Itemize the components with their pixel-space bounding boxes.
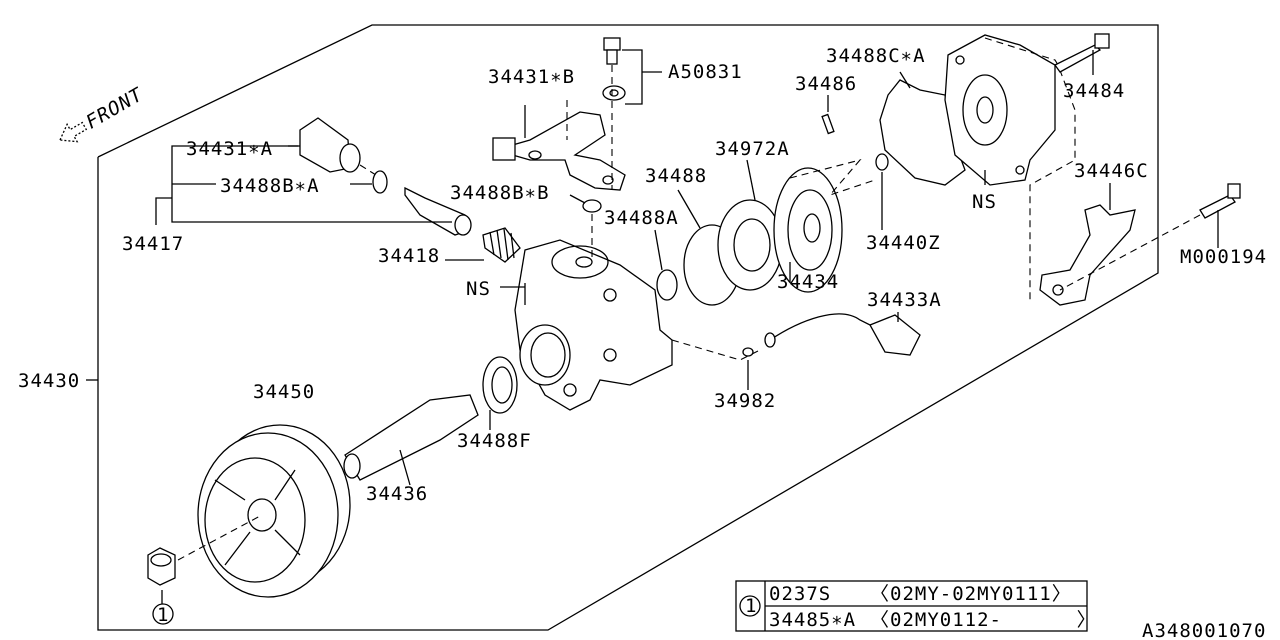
oring-34488b-a xyxy=(372,170,388,194)
label-34488b-a: 34488B∗A xyxy=(220,175,320,197)
label-ns-cover: NS xyxy=(972,191,997,213)
legend-row-2-part: 34485∗A xyxy=(769,609,856,631)
bearing-part xyxy=(482,356,518,430)
label-34431a: 34431∗A xyxy=(186,138,273,160)
bracket-part xyxy=(1039,204,1136,306)
plate-part xyxy=(717,199,783,291)
ref-circle-1: 1 xyxy=(157,604,169,626)
label-34488: 34488 xyxy=(645,165,707,187)
legend-table: 1 0237S 〈02MY-02MY0111〉 34485∗A 〈02MY011… xyxy=(735,580,1097,632)
bolt-a50831 xyxy=(602,37,626,101)
legend-ref: 1 xyxy=(745,595,757,617)
label-34488c-a: 34488C∗A xyxy=(826,45,926,67)
label-a50831: A50831 xyxy=(668,61,743,83)
valve-part xyxy=(404,186,472,236)
bolt-m000194 xyxy=(1199,183,1241,219)
connector-part xyxy=(288,117,361,173)
pulley-part xyxy=(197,424,351,598)
oring-34488a xyxy=(656,269,678,301)
rotor-part xyxy=(773,167,843,293)
diagram-code: A348001070 xyxy=(1142,620,1266,640)
label-34418: 34418 xyxy=(378,245,440,267)
legend-row-1-range: 〈02MY-02MY0111〉 xyxy=(870,583,1072,605)
washer-34488b-b xyxy=(582,199,602,213)
label-34486: 34486 xyxy=(795,73,857,95)
oring-34440z xyxy=(875,153,889,171)
label-34433a: 34433A xyxy=(867,289,942,311)
nut-part: 1 xyxy=(147,547,176,626)
label-34484: 34484 xyxy=(1063,80,1125,102)
legend-row-2-range: 〈02MY0112- 〉 xyxy=(870,609,1097,631)
label-34450: 34450 xyxy=(253,381,315,403)
outlet-fitting-part xyxy=(492,111,626,191)
label-34972a: 34972A xyxy=(715,138,790,160)
gasket-part xyxy=(879,79,966,186)
label-m000194: M000194 xyxy=(1180,246,1267,268)
front-label: FRONT xyxy=(82,83,147,133)
legend-row-1-part: 0237S xyxy=(769,583,831,605)
label-34982: 34982 xyxy=(714,390,776,412)
label-34431b: 34431∗B xyxy=(488,66,575,88)
label-34434: 34434 xyxy=(777,271,839,293)
label-34430: 34430 xyxy=(18,370,80,392)
cover-plate-part xyxy=(944,34,1056,186)
sensor-part xyxy=(742,313,921,357)
label-34436: 34436 xyxy=(366,483,428,505)
shaft-part xyxy=(343,394,479,486)
label-34417: 34417 xyxy=(122,233,184,255)
label-34446c: 34446C xyxy=(1074,160,1149,182)
pump-body-part xyxy=(514,239,673,411)
assembly-boundary xyxy=(97,24,1159,631)
pin-34486 xyxy=(821,113,835,135)
label-34488f: 34488F xyxy=(457,430,532,452)
label-ns-body: NS xyxy=(466,278,491,300)
label-34440z: 34440Z xyxy=(866,232,941,254)
label-34488a: 34488A xyxy=(604,207,679,229)
label-34488b-b: 34488B∗B xyxy=(450,182,550,204)
spring-part xyxy=(482,227,521,263)
bolt-34484 xyxy=(1054,33,1110,73)
